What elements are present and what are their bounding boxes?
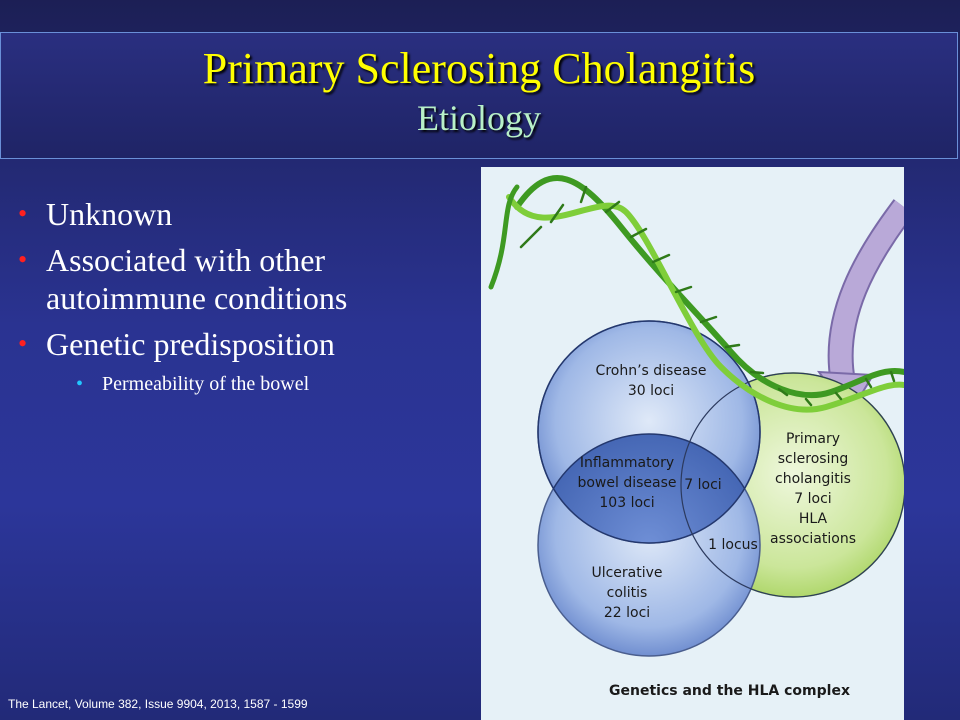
venn-diagram: Crohn’s disease 30 loci Inflammatory bow… [488, 175, 904, 699]
bullet-list: • Unknown • Associated with other autoim… [18, 195, 468, 397]
bullet-dot-icon: • [18, 245, 28, 274]
arrow-icon-fill [829, 200, 904, 384]
bullet-item: • Genetic predisposition [18, 325, 346, 363]
citation: The Lancet, Volume 382, Issue 9904, 2013… [8, 697, 308, 711]
ibd-loci: 103 loci [599, 495, 654, 511]
figure-caption: Genetics and the HLA complex [609, 683, 850, 699]
bullet-item: • Unknown [18, 195, 468, 233]
slide-subtitle: Etiology [417, 98, 541, 138]
uc-label-1: Ulcerative [591, 565, 662, 581]
title-box: Primary Sclerosing Cholangitis Etiology [0, 32, 958, 159]
genetics-figure: Crohn’s disease 30 loci Inflammatory bow… [481, 167, 904, 720]
crohns-loci: 30 loci [628, 383, 674, 399]
bullet-dot-icon: • [18, 329, 28, 358]
psc-label-3: cholangitis [775, 471, 851, 487]
ibd-label-2: bowel disease [577, 475, 676, 491]
uc-loci: 22 loci [604, 605, 650, 621]
psc-label-5: HLA [799, 511, 828, 527]
sub-bullet-dot-icon: • [76, 373, 84, 395]
psc-label-6: associations [770, 531, 856, 547]
overlap-crohns-psc: 7 loci [684, 477, 721, 493]
bullet-item: • Associated with other autoimmune condi… [18, 241, 426, 317]
ibd-label-1: Inflammatory [580, 455, 674, 471]
bullet-text: Genetic predisposition [46, 326, 335, 362]
psc-label-2: sclerosing [778, 451, 848, 467]
uc-label-2: colitis [607, 585, 648, 601]
crohns-label: Crohn’s disease [596, 363, 707, 379]
psc-loci: 7 loci [794, 491, 831, 507]
ibd-overlap [538, 433, 760, 543]
dna-helix-icon [488, 175, 904, 413]
sub-bullet-item: • Permeability of the bowel [18, 371, 468, 397]
overlap-uc-psc: 1 locus [708, 537, 758, 553]
bullet-text: Unknown [46, 196, 173, 232]
bullet-dot-icon: • [18, 199, 28, 228]
slide-title: Primary Sclerosing Cholangitis [202, 44, 756, 93]
bullet-text: Associated with other autoimmune conditi… [46, 242, 348, 316]
sub-bullet-text: Permeability of the bowel [102, 373, 310, 395]
psc-label-1: Primary [786, 431, 840, 447]
